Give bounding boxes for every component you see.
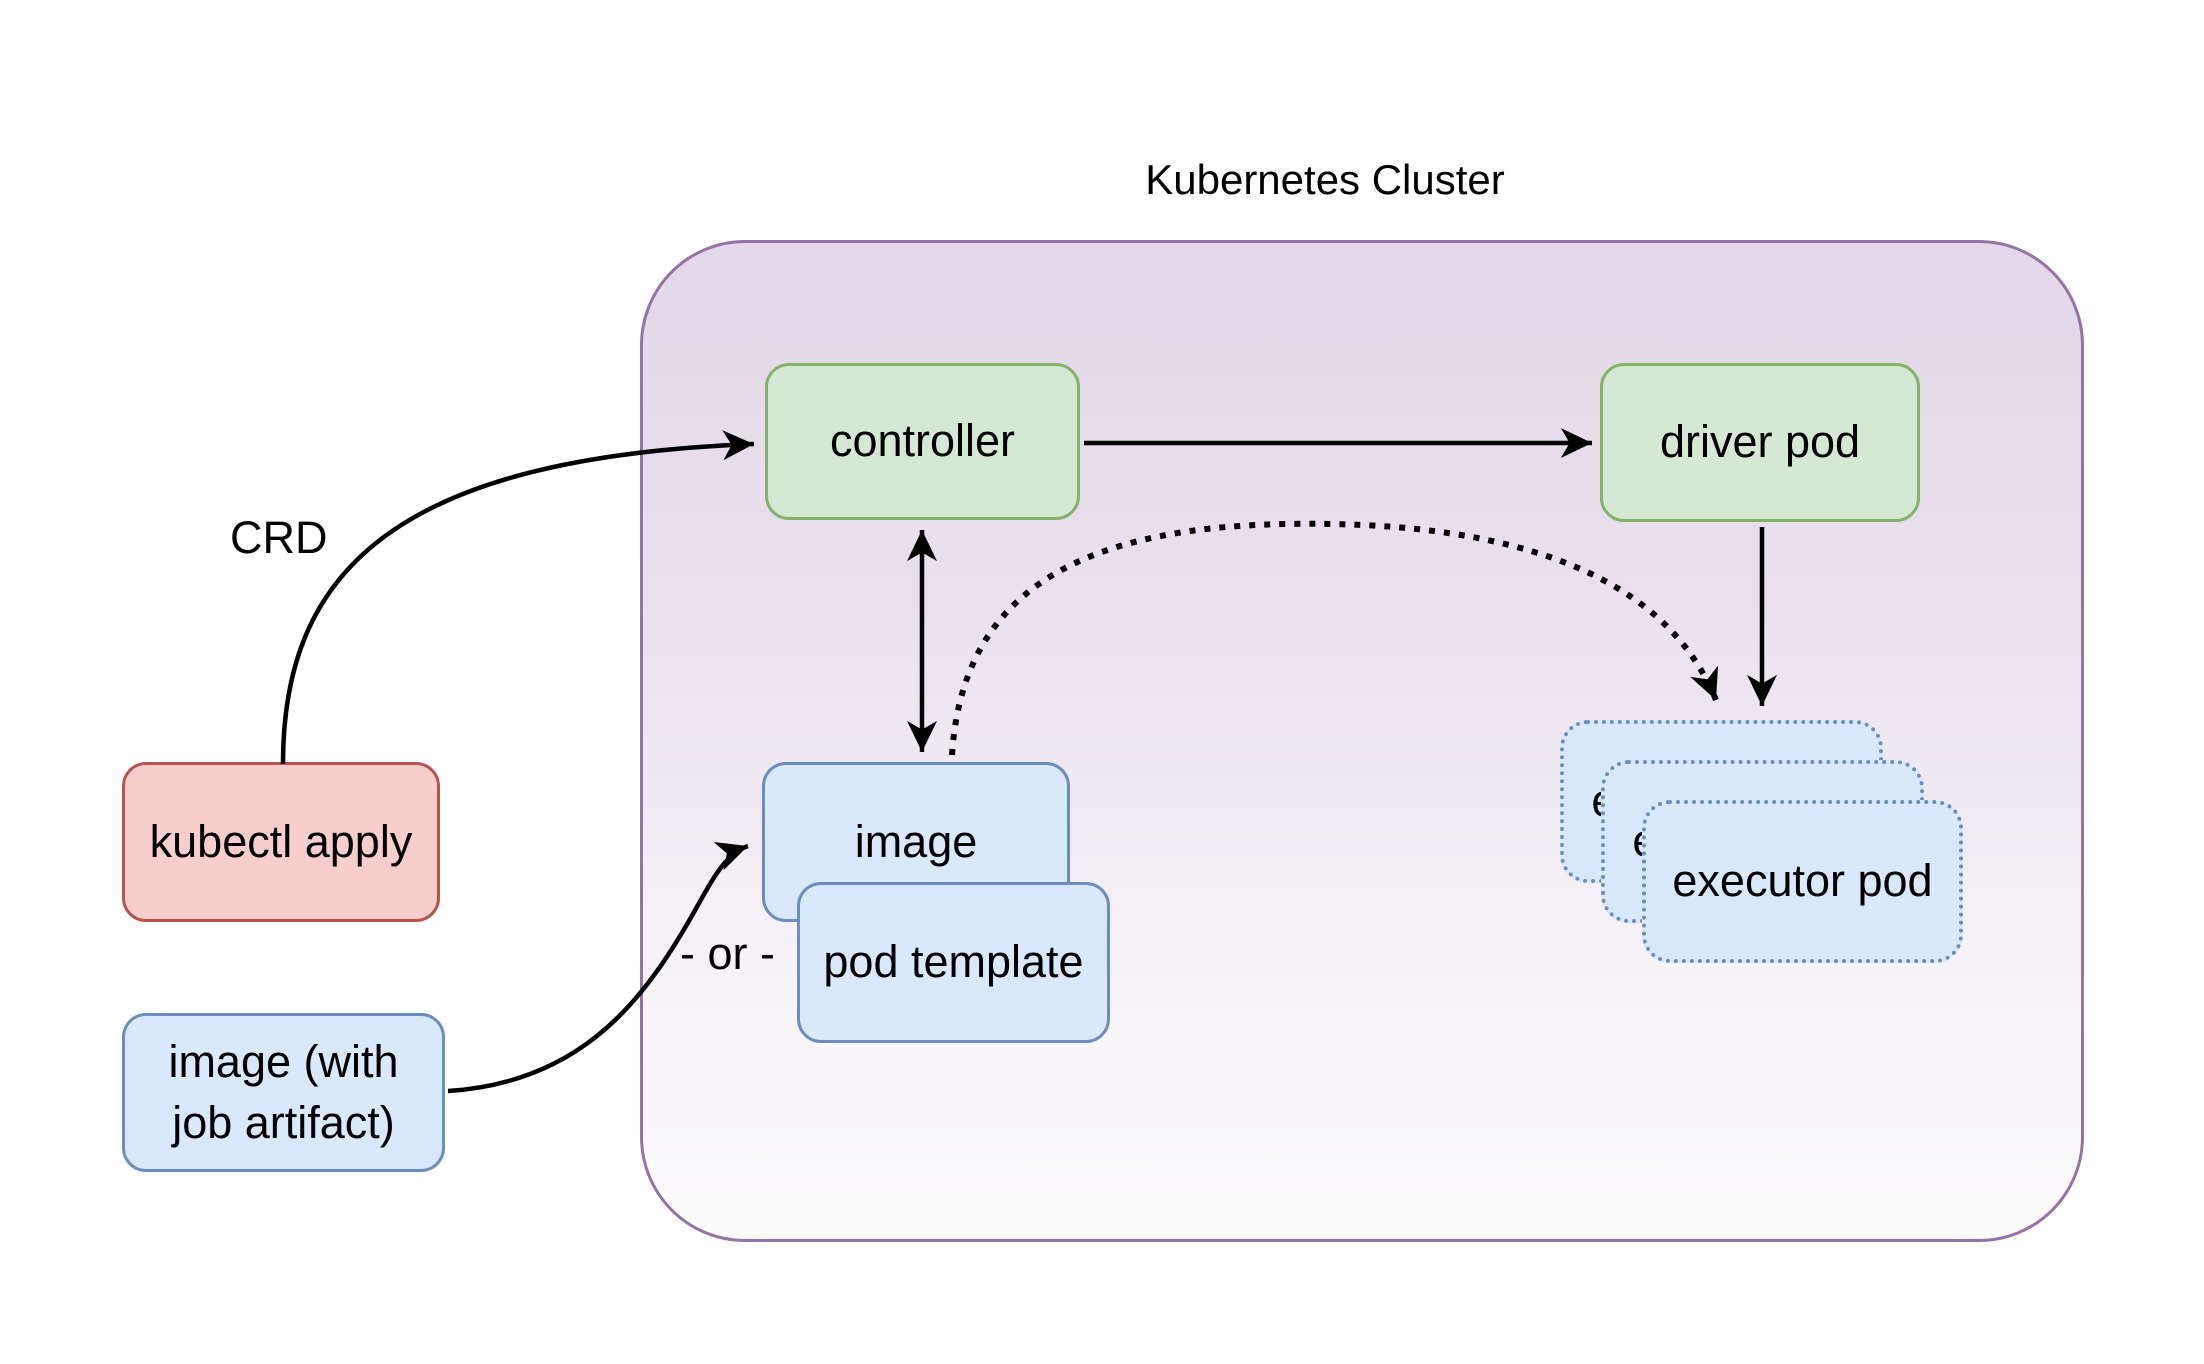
executor-pod-label: executor pod: [1672, 855, 1933, 907]
or-label: - or -: [680, 928, 775, 979]
crd-edge-label: CRD: [230, 512, 328, 563]
executor-pod-box-front: executor pod: [1642, 800, 1963, 963]
image-with-job-artifact-box: image (with job artifact): [122, 1013, 445, 1172]
pod-template-label: pod template: [823, 936, 1084, 988]
kubectl-apply-label: kubectl apply: [149, 815, 413, 867]
kubectl-apply-box: kubectl apply: [122, 762, 440, 922]
controller-box: controller: [765, 363, 1080, 520]
driver-pod-label: driver pod: [1659, 416, 1861, 468]
driver-pod-box: driver pod: [1600, 363, 1920, 522]
pod-template-box: pod template: [797, 882, 1110, 1043]
diagram-title: Kubernetes Cluster: [1145, 156, 1505, 203]
image-label: image: [854, 815, 978, 867]
controller-label: controller: [829, 415, 1016, 467]
image-with-job-artifact-label: image (with job artifact): [168, 1035, 399, 1148]
